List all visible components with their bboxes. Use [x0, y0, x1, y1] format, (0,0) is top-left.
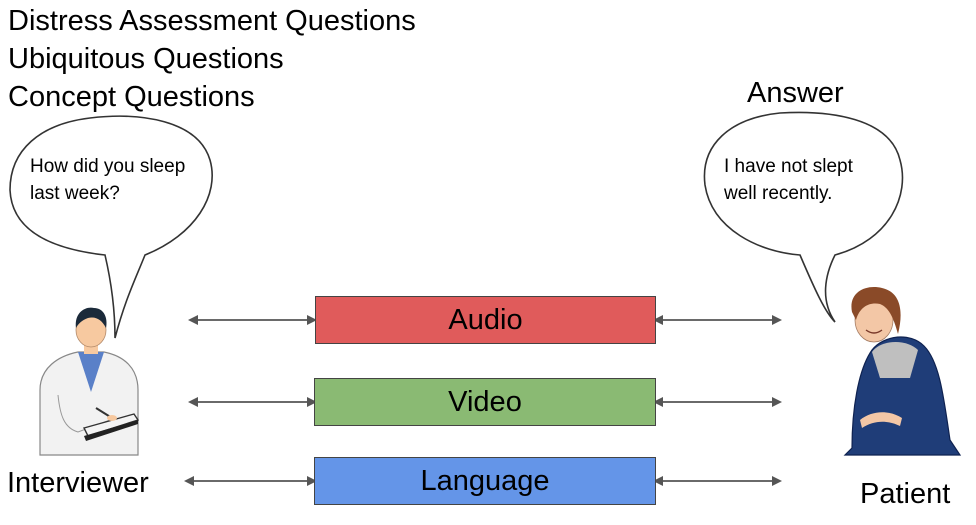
answer-title: Answer — [747, 77, 844, 109]
interviewer-label: Interviewer — [7, 467, 149, 499]
question-type-distress: Distress Assessment Questions — [8, 5, 416, 37]
modality-audio-label: Audio — [448, 303, 523, 336]
interviewer-speech-bubble — [9, 115, 213, 339]
patient-speech-line-2: well recently. — [724, 183, 833, 204]
modality-audio-box: Audio — [315, 296, 656, 344]
modality-video-label: Video — [448, 385, 522, 418]
patient-speech-line-1: I have not slept — [724, 156, 853, 177]
modality-video-box: Video — [314, 378, 656, 426]
interviewer-speech-text: How did you sleep last week? — [30, 153, 185, 207]
interviewer-speech-line-1: How did you sleep — [30, 156, 186, 177]
patient-speech-text: I have not slept well recently. — [724, 153, 853, 207]
patient-label: Patient — [860, 478, 951, 510]
modality-language-label: Language — [420, 464, 550, 497]
patient-speech-bubble — [703, 111, 904, 323]
interviewer-figure-icon — [39, 307, 140, 456]
question-type-ubiquitous: Ubiquitous Questions — [8, 43, 284, 75]
question-type-concept: Concept Questions — [8, 81, 255, 113]
patient-figure-icon — [843, 287, 962, 456]
modality-language-box: Language — [314, 457, 656, 505]
interviewer-speech-line-2: last week? — [30, 183, 120, 204]
